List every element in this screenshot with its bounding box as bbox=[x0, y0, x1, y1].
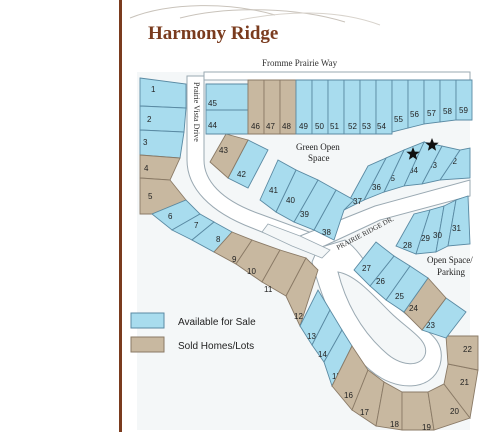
street-vista: Prairie Vista Drive bbox=[192, 82, 201, 142]
lot-label-37: 37 bbox=[353, 197, 362, 206]
lot-label-47: 47 bbox=[266, 122, 275, 131]
lot-label-46: 46 bbox=[251, 122, 260, 131]
lot-label-22: 22 bbox=[463, 345, 472, 354]
lot-label-30: 30 bbox=[433, 231, 442, 240]
lot-label-8: 8 bbox=[216, 235, 221, 244]
star-icon bbox=[406, 147, 420, 160]
lot-31[interactable] bbox=[447, 195, 471, 247]
lot-label-36: 36 bbox=[372, 183, 381, 192]
lot-label-40: 40 bbox=[286, 196, 295, 205]
lot-label-43: 43 bbox=[219, 146, 228, 155]
lot-label-38: 38 bbox=[322, 228, 331, 237]
star-icon bbox=[425, 138, 439, 151]
lot-label-41: 41 bbox=[269, 186, 278, 195]
road-median bbox=[261, 223, 331, 259]
lot-12[interactable] bbox=[285, 257, 319, 328]
lot-59[interactable] bbox=[455, 79, 473, 121]
lot-label-4: 4 bbox=[144, 164, 149, 173]
lot-54[interactable] bbox=[375, 79, 393, 135]
lot-label-54: 54 bbox=[377, 122, 386, 131]
lot-label-16: 16 bbox=[344, 391, 353, 400]
lot-label-25: 25 bbox=[395, 292, 404, 301]
lot-label-57: 57 bbox=[427, 109, 436, 118]
lot-37[interactable] bbox=[342, 157, 387, 212]
lot-label-5: 5 bbox=[148, 192, 153, 201]
legend-available-swatch bbox=[130, 312, 165, 329]
lot-label-33: 33 bbox=[428, 161, 437, 170]
lot-label-11: 11 bbox=[264, 285, 273, 294]
lot-27[interactable] bbox=[353, 241, 395, 287]
lots: 1234567891011121314151617181920212223242… bbox=[139, 77, 479, 432]
lot-22[interactable] bbox=[445, 335, 479, 371]
lot-label-3: 3 bbox=[143, 138, 148, 147]
lot-label-39: 39 bbox=[300, 210, 309, 219]
header-decoration bbox=[129, 5, 381, 26]
lot-label-42: 42 bbox=[237, 170, 246, 179]
sidebar-line bbox=[119, 0, 122, 432]
lot-56[interactable] bbox=[407, 79, 425, 129]
lot-label-14: 14 bbox=[318, 350, 327, 359]
lot-label-50: 50 bbox=[315, 122, 324, 131]
legend-sold-label: Sold Homes/Lots bbox=[178, 341, 254, 352]
lot-label-48: 48 bbox=[282, 122, 291, 131]
loop-island bbox=[337, 271, 427, 365]
lot-41[interactable] bbox=[259, 159, 297, 213]
stars bbox=[406, 138, 439, 160]
lot-label-45: 45 bbox=[208, 99, 217, 108]
lot-label-23: 23 bbox=[426, 321, 435, 330]
lot-label-34: 34 bbox=[409, 166, 418, 175]
lot-label-18: 18 bbox=[390, 420, 399, 429]
lot-label-44: 44 bbox=[208, 121, 217, 130]
open-space-green-label-1: Green Open bbox=[296, 142, 340, 152]
lot-label-51: 51 bbox=[330, 122, 339, 131]
lot-43[interactable] bbox=[209, 133, 249, 179]
lot-label-9: 9 bbox=[232, 255, 237, 264]
lot-label-56: 56 bbox=[410, 110, 419, 119]
open-space-green-label-2: Space bbox=[308, 153, 330, 163]
legend: Available for Sale Sold Homes/Lots bbox=[130, 312, 256, 353]
lot-label-27: 27 bbox=[362, 264, 371, 273]
lot-label-20: 20 bbox=[450, 407, 459, 416]
street-fromme: Fromme Prairie Way bbox=[262, 58, 338, 68]
lot-label-26: 26 bbox=[376, 277, 385, 286]
lot-label-59: 59 bbox=[459, 106, 468, 115]
lot-label-21: 21 bbox=[460, 378, 469, 387]
lot-label-28: 28 bbox=[403, 241, 412, 250]
lot-label-17: 17 bbox=[360, 408, 369, 417]
lot-label-12: 12 bbox=[294, 312, 303, 321]
open-space-parking-label-1: Open Space/ bbox=[427, 255, 473, 265]
lot-label-6: 6 bbox=[168, 212, 173, 221]
map-title: Harmony Ridge bbox=[148, 23, 278, 44]
lot-label-31: 31 bbox=[452, 224, 461, 233]
lot-label-10: 10 bbox=[247, 267, 256, 276]
lot-label-52: 52 bbox=[348, 122, 357, 131]
lot-label-19: 19 bbox=[422, 423, 431, 432]
lot-label-2: 2 bbox=[147, 115, 152, 124]
lot-label-1: 1 bbox=[151, 85, 156, 94]
lot-label-7: 7 bbox=[194, 221, 199, 230]
lot-55[interactable] bbox=[391, 79, 409, 133]
lot-label-13: 13 bbox=[307, 332, 316, 341]
lot-label-49: 49 bbox=[299, 122, 308, 131]
lot-label-29: 29 bbox=[421, 234, 430, 243]
lot-label-53: 53 bbox=[362, 122, 371, 131]
legend-available-label: Available for Sale bbox=[178, 317, 256, 328]
lot-label-58: 58 bbox=[443, 107, 452, 116]
legend-sold-swatch bbox=[130, 336, 165, 353]
lot-label-24: 24 bbox=[409, 304, 418, 313]
open-space-parking-label-2: Parking bbox=[437, 267, 465, 277]
lot-label-55: 55 bbox=[394, 115, 403, 124]
